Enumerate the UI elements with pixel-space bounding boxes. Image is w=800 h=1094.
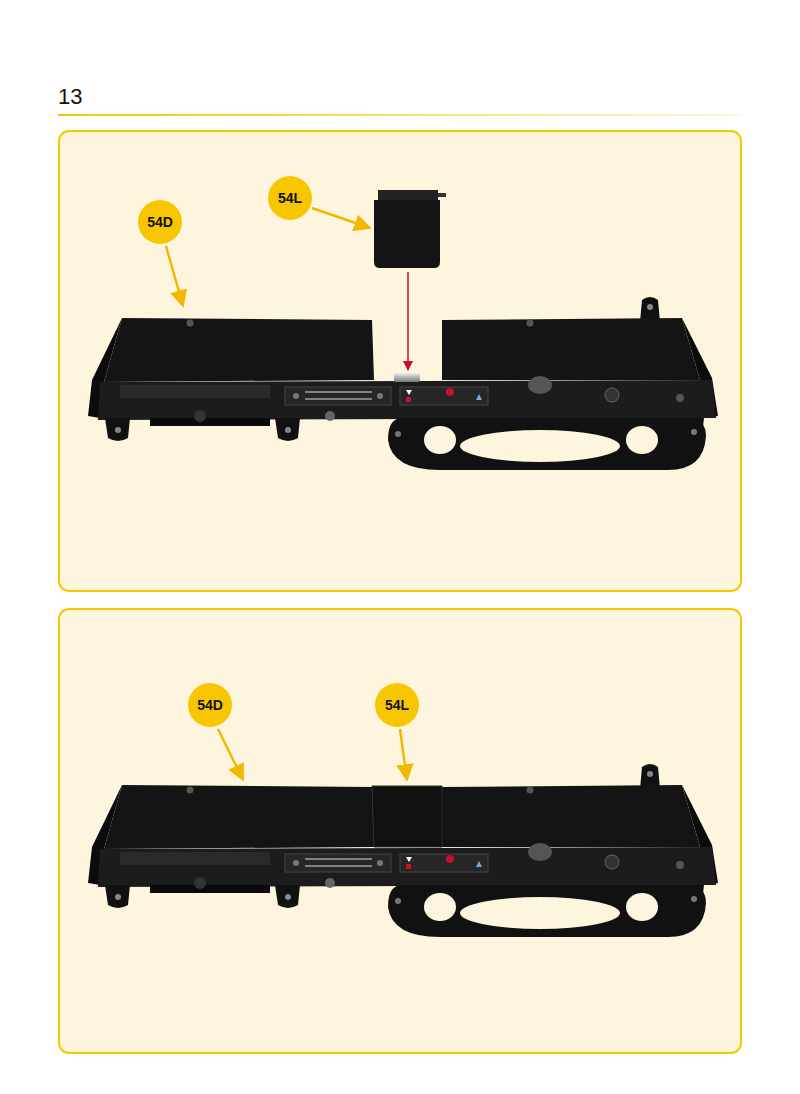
callout-circle: 54L [375, 683, 419, 727]
callout-circle: 54D [138, 200, 182, 244]
callout-number: 54L [278, 190, 302, 206]
callout-number: 54L [385, 697, 409, 713]
callout-number: 54D [197, 697, 223, 713]
page-number: 13 [58, 84, 82, 110]
callout-circle: 54L [268, 176, 312, 220]
callout-number: 54D [147, 214, 173, 230]
callout-circle: 54D [188, 683, 232, 727]
